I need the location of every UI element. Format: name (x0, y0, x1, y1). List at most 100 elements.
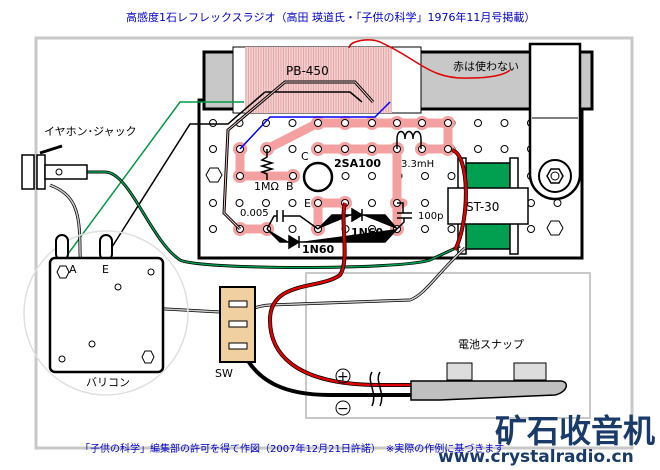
perfboard-hole (474, 145, 482, 153)
green-wire-core (60, 171, 461, 269)
inductor-3-3mh (396, 130, 422, 149)
pad-hole (444, 145, 452, 153)
jack-nut (21, 154, 35, 190)
varicon-dial (23, 230, 189, 396)
switch-terminal (228, 320, 248, 328)
jack-tab (39, 144, 63, 155)
varicon-hole (147, 268, 155, 276)
cap1-label: 0.005 (240, 208, 269, 219)
perfboard-hole (421, 172, 429, 180)
varicon-a-label: A (69, 263, 77, 276)
minus-circle (335, 400, 351, 416)
transistor-label: 2SA100 (334, 157, 381, 170)
watermark-logo: 矿石收音机 (495, 412, 655, 450)
perfboard-hole (235, 199, 244, 207)
bracket-nut-icon (546, 168, 564, 184)
perfboard-hole (262, 199, 270, 207)
pad-hole (444, 119, 452, 127)
perfboard-hole (500, 119, 509, 127)
red-wire-note: 赤は使わない (453, 60, 519, 73)
perfboard-hole (288, 145, 297, 153)
perfboard-hole (341, 172, 350, 180)
case-outline (34, 36, 634, 450)
varicon-hole (58, 355, 66, 363)
red-unused-lead (348, 39, 511, 79)
diode-1n60-top (317, 207, 398, 230)
cap2-label: 100p (418, 211, 443, 222)
perfboard-hole (368, 199, 376, 207)
varicon-e-label: E (102, 263, 109, 276)
capacitor-100p (396, 202, 412, 230)
perfboard-hole (209, 225, 217, 233)
perfboard-hole (421, 225, 429, 233)
varicon-lug-e (99, 234, 113, 261)
base-label: B (286, 180, 294, 193)
board-nut-right-icon (546, 220, 564, 236)
perfboard-hole (500, 145, 509, 153)
board-nut-left-icon (205, 167, 223, 183)
diagram-title: 高感度1石レフレックスラジオ（高田 瑛道氏・「子供の科学」1976年11月号掲載… (126, 10, 535, 24)
varicon-nut-icon (56, 265, 70, 279)
black-wire-antenna (104, 91, 363, 259)
varicon-hole (114, 283, 122, 291)
coil-label: PB-450 (286, 64, 329, 78)
pad-hole (314, 119, 322, 127)
inductor-label: 3.3mH (401, 159, 434, 170)
pad-hole (236, 172, 244, 180)
resistor-label: 1MΩ (254, 180, 279, 193)
minus-label: − (337, 401, 349, 417)
coil-windings (245, 47, 392, 113)
varicon-body (48, 256, 165, 374)
transistor-2sa100 (302, 161, 334, 193)
red-wire-core (268, 148, 468, 387)
plus-label: + (337, 369, 349, 385)
black-wire-battery (238, 344, 415, 397)
green-wire-antenna (64, 101, 244, 259)
snap-terminal-right (513, 362, 547, 381)
pad-hole (341, 145, 349, 153)
perfboard-hole (209, 145, 217, 153)
perfboard-hole (421, 199, 429, 207)
transformer-bracket (447, 187, 529, 225)
perfboard-hole (447, 172, 456, 180)
diode1-label: 1N60 (351, 226, 384, 239)
switch-terminal (228, 342, 248, 350)
pad-hole (314, 199, 322, 207)
pad-hole (289, 172, 297, 180)
watermark-url: www.crystalradio.cn (438, 447, 634, 467)
pad-hole (368, 145, 376, 153)
perfboard-hole (288, 225, 297, 233)
perfboard-hole (288, 199, 297, 207)
pad-hole (393, 119, 401, 127)
perfboard-hole (262, 119, 270, 127)
battery-snap (410, 380, 567, 401)
pad-hole (368, 119, 376, 127)
earphone-jack (21, 144, 88, 190)
varicon-nut-icon (141, 350, 155, 364)
pad-hole (314, 145, 322, 153)
collector-label: C (301, 150, 309, 163)
pink-wire-core (223, 81, 374, 230)
switch-label: SW (215, 367, 233, 380)
plus-circle (335, 368, 351, 384)
wire-break-icon (369, 371, 383, 407)
perfboard-hole (553, 199, 562, 207)
jack-flange (36, 154, 46, 190)
battery-compartment (305, 272, 591, 419)
varicon-label: バリコン (86, 376, 130, 389)
capacitor-0-005 (266, 210, 319, 230)
varicon-lug-a (55, 234, 69, 261)
pad-hole (341, 119, 349, 127)
transformer-label: ST-30 (466, 200, 499, 214)
perfboard-hole (288, 119, 297, 127)
snap-terminal-left (446, 362, 473, 381)
diode-1n60-bottom (266, 228, 398, 250)
pad-hole (418, 119, 426, 127)
perfboard-hole (209, 119, 217, 127)
perfboard-hole (447, 225, 456, 233)
battery-snap-label: 電池スナップ (458, 338, 524, 351)
earphone-jack-label: イヤホン･ジャック (44, 125, 137, 138)
emitter-label: E (304, 197, 311, 210)
